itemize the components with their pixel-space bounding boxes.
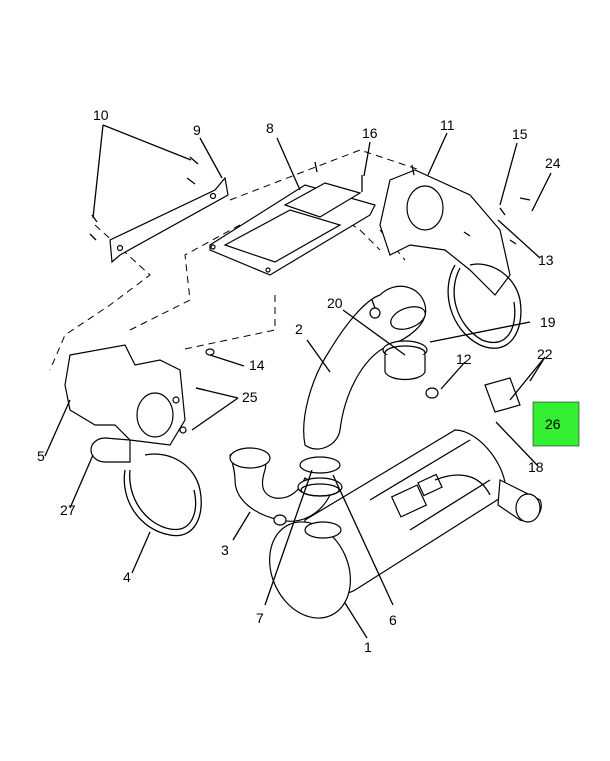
lower-elbow-pipe	[229, 447, 331, 522]
muffler	[268, 429, 507, 619]
highlight-callout-26[interactable]: 26	[532, 401, 580, 447]
callout-13: 13	[538, 252, 554, 268]
left-bracket	[64, 344, 186, 446]
callout-25: 25	[242, 389, 258, 405]
callout-1: 1	[364, 639, 372, 655]
leader-lines	[44, 124, 552, 639]
callout-27: 27	[60, 502, 76, 518]
callout-8: 8	[266, 120, 274, 136]
callout-2: 2	[295, 321, 303, 337]
callout-5: 5	[37, 448, 45, 464]
callout-3: 3	[221, 542, 229, 558]
clamp-ring-6	[297, 456, 343, 497]
callout-14: 14	[249, 357, 265, 373]
upper-right-bracket	[379, 169, 511, 296]
callout-18: 18	[528, 459, 544, 475]
muffler-outlet	[497, 479, 542, 523]
callout-19: 19	[540, 314, 556, 330]
callout-16: 16	[362, 125, 378, 141]
small-pipe	[90, 437, 131, 463]
callout-24: 24	[545, 155, 561, 171]
left-clamp-band	[123, 453, 202, 537]
callout-10: 10	[93, 107, 109, 123]
upper-left-bracket	[109, 176, 229, 264]
clamp-ring-20	[382, 340, 428, 381]
callout-15: 15	[512, 126, 528, 142]
elbow-pipe	[303, 285, 427, 450]
callout-20: 20	[327, 295, 343, 311]
callout-9: 9	[193, 122, 201, 138]
top-plate	[209, 182, 376, 276]
callout-6: 6	[389, 612, 397, 628]
sensor-assembly	[390, 473, 491, 518]
right-clamp-band	[447, 263, 522, 349]
highlight-label[interactable]: 26	[545, 416, 561, 432]
small-parts	[172, 299, 521, 526]
callout-22: 22	[537, 346, 553, 362]
highlight-box[interactable]	[532, 401, 580, 447]
callout-4: 4	[123, 569, 131, 585]
callout-11: 11	[440, 117, 455, 133]
callout-7: 7	[256, 610, 264, 626]
callout-12: 12	[456, 351, 472, 367]
callout-labels: 10 9 8 16 11 15 24 13 19 20 2 12 22 14 2…	[37, 107, 561, 655]
